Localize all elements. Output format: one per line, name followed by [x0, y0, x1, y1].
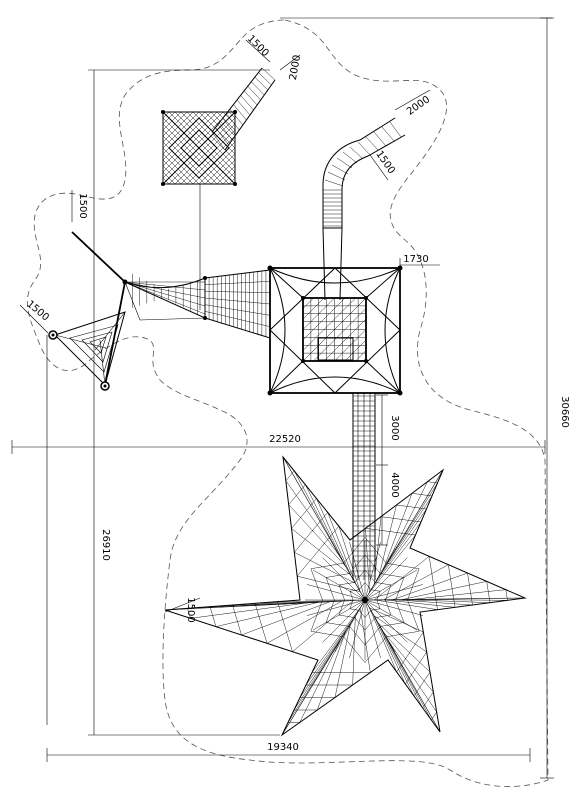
safety-zone-outline [27, 19, 549, 787]
dimension-net-gap: 4000 [389, 472, 400, 497]
dimension-lines: 30660 22520 26910 19340 1500 2000 2000 1… [11, 17, 570, 779]
dimension-tunnel-width: 1500 [245, 33, 271, 59]
top-net-square [161, 110, 237, 186]
tube-slide [322, 117, 406, 301]
star-net [164, 455, 527, 737]
dimension-slide-length: 2000 [405, 94, 432, 118]
dimension-bridge-length: 3000 [389, 415, 400, 440]
triangle-net [48, 311, 126, 391]
dimension-total-width: 22520 [269, 434, 301, 445]
dimension-star-tip: 1500 [185, 597, 196, 622]
dimension-tower-offset: 1730 [403, 254, 428, 265]
dimension-total-height: 30660 [559, 396, 570, 428]
lower-bridge [352, 393, 376, 580]
dimension-tunnel-length: 2000 [288, 54, 303, 81]
left-bridge [71, 231, 271, 386]
dimension-left-gap: 1500 [77, 193, 88, 218]
central-tower [267, 265, 403, 396]
diagonal-tunnel [211, 67, 276, 151]
dimension-slide-width: 1500 [373, 149, 397, 176]
dimension-left-height: 26910 [100, 529, 111, 561]
dimension-bottom-width: 19340 [267, 742, 299, 753]
